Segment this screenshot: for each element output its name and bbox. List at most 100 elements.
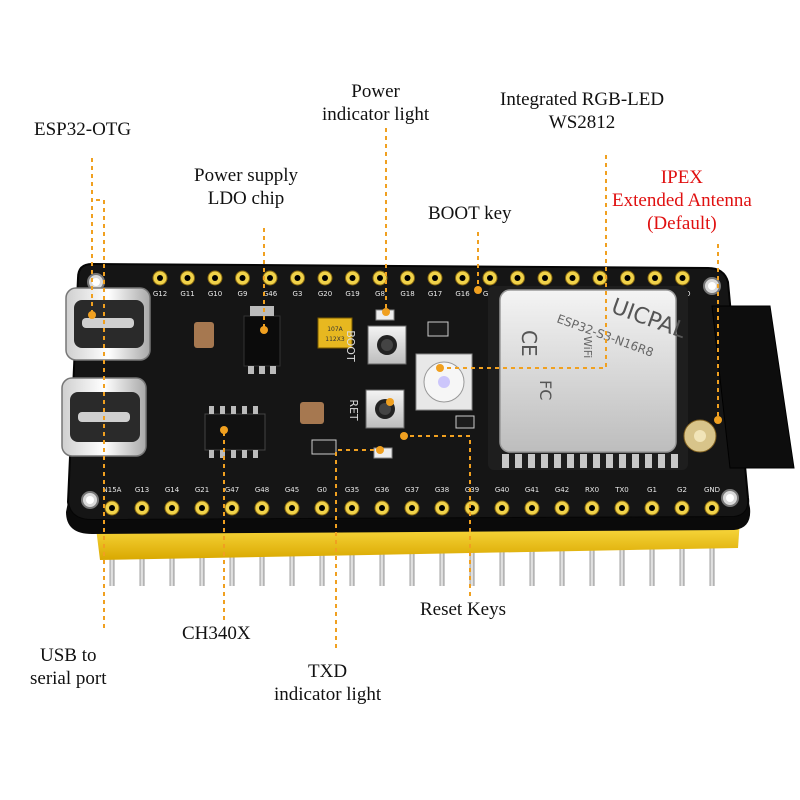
header-pin: [289, 530, 295, 586]
smd-component-3: [311, 439, 337, 455]
smd-component-2: [455, 415, 475, 429]
ch340x-chip: [204, 406, 266, 458]
module-pin: [593, 454, 600, 468]
tantalum-capacitor: [317, 317, 353, 349]
label-power-indicator: Power indicator light: [322, 80, 429, 126]
bottom-pin-hole: [589, 505, 595, 511]
top-pin-hole: [487, 275, 493, 281]
label-ch340x: CH340X: [182, 623, 251, 644]
module-pin: [541, 454, 548, 468]
ret-silkscreen: RET: [347, 399, 360, 421]
header-pin: [259, 530, 265, 586]
bottom-pin-label: G41: [525, 486, 539, 494]
module-pin: [645, 454, 652, 468]
module-pin: [632, 454, 639, 468]
label-txd: TXD indicator light: [274, 660, 381, 706]
bottom-pin-hole: [319, 505, 325, 511]
header-pin: [679, 530, 685, 586]
bottom-pin-label: G14: [165, 486, 180, 494]
label-rgb-led-line2: WS2812: [548, 112, 616, 133]
module-pin: [658, 454, 665, 468]
bottom-pin-label: G42: [555, 486, 569, 494]
bottom-pin-label: G48: [255, 486, 269, 494]
header-pin: [499, 530, 505, 586]
module-pin: [502, 454, 509, 468]
bottom-pin-label: G2: [677, 486, 687, 494]
label-reset-keys: Reset Keys: [420, 599, 507, 620]
top-pin-label: G12: [153, 290, 167, 298]
top-pin-label: G46: [263, 290, 278, 298]
top-pin-hole: [157, 275, 163, 281]
bottom-pin-hole: [409, 505, 415, 511]
top-pin-hole: [349, 275, 356, 281]
bottom-pin-hole: [349, 505, 355, 511]
top-pin-label: G16: [455, 290, 470, 298]
header-pin: [619, 530, 625, 586]
bottom-pin-hole: [439, 505, 445, 511]
bottom-pin-hole: [709, 505, 715, 511]
top-pin-label: G18: [400, 290, 414, 298]
top-pin-label: G19: [345, 290, 359, 298]
bottom-pin-hole: [499, 505, 505, 511]
label-power-ldo-line1: Power supply: [194, 165, 298, 186]
bottom-pin-hole: [619, 505, 625, 511]
bottom-pin-label: G35: [345, 486, 359, 494]
top-pin-label: G8: [375, 290, 385, 298]
bottom-pin-hole: [379, 505, 385, 511]
top-pin-hole: [212, 275, 218, 281]
bottom-pin-hole: [169, 505, 175, 511]
bottom-pin-label: G45: [285, 486, 299, 494]
label-usb-serial: USB to serial port: [30, 644, 107, 690]
header-pin: [469, 530, 475, 586]
leader-lines: [91, 128, 719, 648]
label-ipex-line2: Extended Antenna: [612, 190, 752, 211]
module-fc: FC: [536, 380, 555, 400]
module-wifi: WiFi: [581, 336, 594, 358]
top-pin-label: G11: [180, 290, 194, 298]
label-txd-line1: TXD: [308, 661, 348, 682]
boot-silkscreen: BOOT: [344, 330, 357, 362]
top-pin-hole: [542, 275, 548, 281]
chip-pin: [231, 450, 236, 458]
header-pin: [439, 530, 445, 586]
chip-pin: [209, 406, 214, 414]
label-ipex-line1: IPEX: [660, 167, 704, 188]
header-pin: [349, 530, 355, 586]
bottom-pin-hole: [139, 505, 145, 511]
module-ce: CE: [517, 330, 541, 357]
top-pin-label: G17: [428, 290, 442, 298]
bottom-pin-label: G40: [495, 486, 509, 494]
top-pin-hole: [624, 275, 631, 281]
header-pin: [649, 530, 655, 586]
bottom-pin-label: G0: [317, 486, 327, 494]
bottom-pin-hole: [259, 505, 265, 511]
label-power-ldo-line2: LDO chip: [207, 188, 285, 209]
bottom-pin-hole: [229, 505, 235, 511]
bottom-pin-label: G38: [435, 486, 449, 494]
capacitor-brown: [194, 322, 214, 348]
usb-c-otg-port: [65, 287, 151, 361]
top-pin-hole: [322, 275, 328, 281]
bottom-pin-label: G36: [375, 486, 390, 494]
module-pin: [580, 454, 587, 468]
chip-pin: [209, 450, 214, 458]
module-pin: [671, 454, 678, 468]
boot-button: [367, 325, 407, 365]
module-pin: [606, 454, 613, 468]
bottom-pin-label: RX0: [585, 486, 599, 494]
top-pin-hole: [514, 275, 521, 281]
top-pin-hole: [569, 275, 576, 281]
bottom-pin-hole: [199, 505, 205, 511]
bottom-pin-hole: [529, 505, 535, 511]
ldo-chip: [243, 306, 281, 374]
top-pin-label: G10: [208, 290, 222, 298]
header-pin: [529, 530, 535, 586]
chip-pin: [242, 406, 247, 414]
bottom-pin-hole: [649, 505, 655, 511]
label-rgb-led-line1: Integrated RGB-LED: [500, 89, 665, 110]
top-pin-hole: [652, 275, 658, 281]
esp32-s3-module: CE UICPAL ESP32-S3-N16R8 WiFi FC: [488, 286, 690, 470]
label-power-indicator-line2: indicator light: [322, 104, 430, 125]
top-pin-label: G3: [293, 290, 303, 298]
label-rgb-led: Integrated RGB-LED WS2812: [500, 88, 664, 134]
